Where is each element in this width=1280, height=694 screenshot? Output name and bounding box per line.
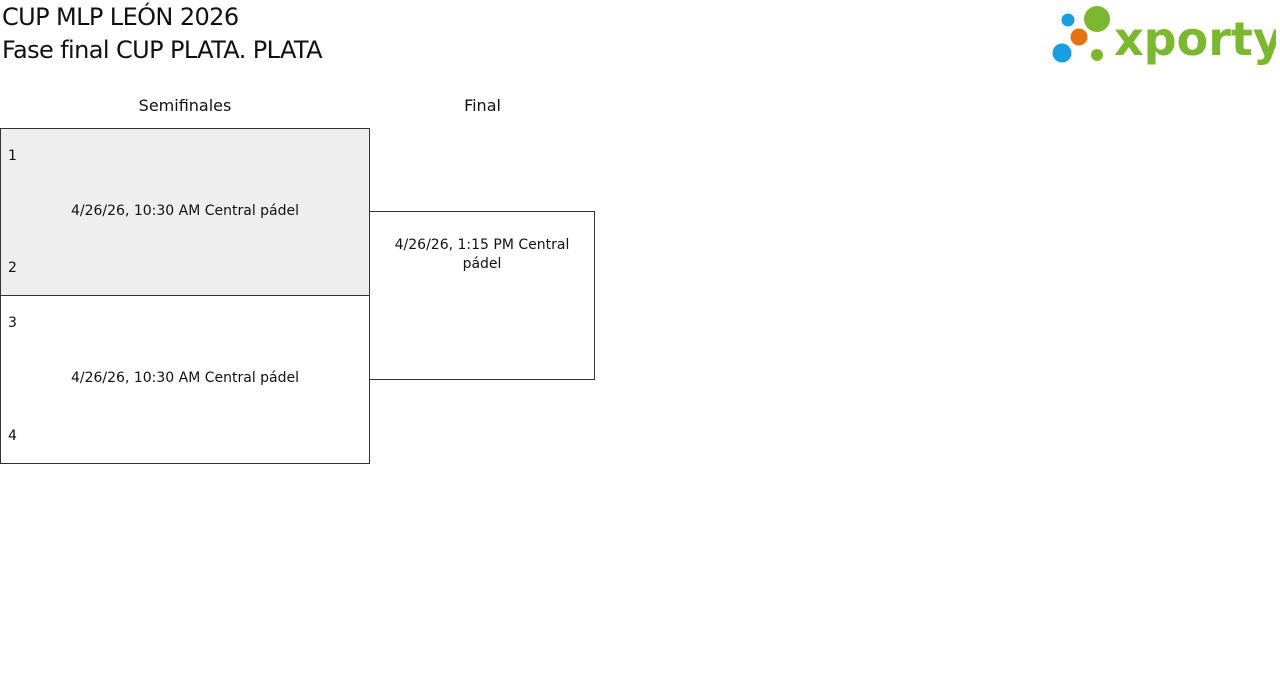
match-info: 4/26/26, 10:30 AM Central pádel	[70, 203, 300, 219]
xporty-logo[interactable]: xporty	[1052, 4, 1280, 66]
seed-top: 3	[8, 315, 17, 331]
phase-title: Fase final CUP PLATA. PLATA	[2, 36, 323, 64]
seed-bottom: 2	[8, 260, 17, 276]
seed-bottom: 4	[8, 428, 17, 444]
match-info: 4/26/26, 10:30 AM Central pádel	[70, 370, 300, 386]
match-info: 4/26/26, 1:15 PM Central pádel	[394, 237, 570, 272]
round-header-final: Final	[464, 96, 501, 115]
round-header-semifinales: Semifinales	[138, 96, 232, 115]
semifinal-match-1[interactable]: 1 4/26/26, 10:30 AM Central pádel 2	[0, 128, 370, 296]
xporty-logo-icon: xporty	[1052, 6, 1280, 66]
seed-top: 1	[8, 148, 17, 164]
logo-wordmark: xporty	[1114, 12, 1276, 66]
semifinal-match-2[interactable]: 3 4/26/26, 10:30 AM Central pádel 4	[0, 295, 370, 464]
tournament-title: CUP MLP LEÓN 2026	[2, 3, 239, 31]
final-match[interactable]: 4/26/26, 1:15 PM Central pádel	[369, 211, 595, 380]
